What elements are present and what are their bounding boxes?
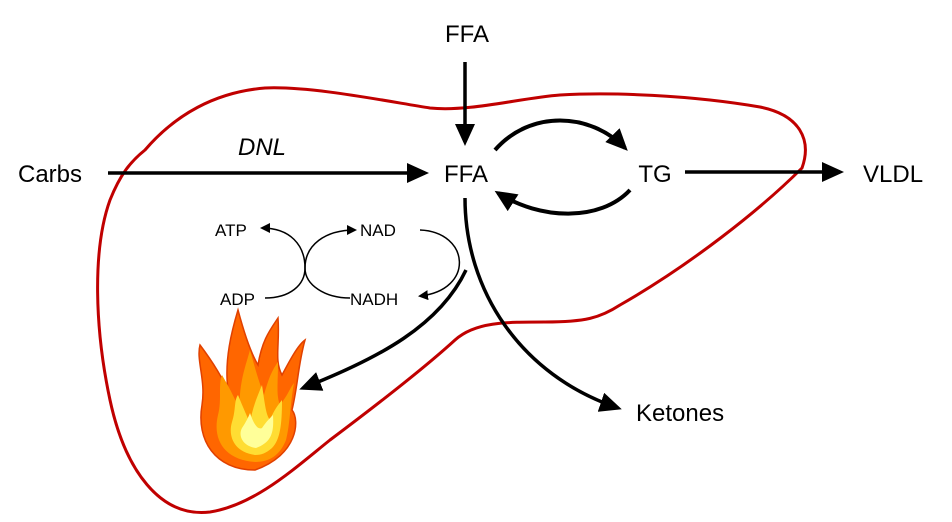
nadh-curve (304, 267, 351, 299)
adp-label: ADP (220, 290, 255, 309)
nad-to-nadh-arrow (418, 229, 461, 301)
liver-outline (96, 86, 807, 514)
esterification-arrow (493, 118, 628, 152)
ffa-top-label: FFA (445, 21, 489, 48)
nadh-label: NADH (350, 290, 398, 309)
nad-label: NAD (360, 221, 396, 240)
tg-label: TG (638, 161, 671, 188)
oxidation-arrow (299, 269, 468, 391)
ffa-center-label: FFA (444, 161, 488, 188)
carbs-label: Carbs (18, 161, 82, 188)
adp-curve (264, 267, 306, 299)
flame-icon (198, 307, 307, 471)
atp-arrow (260, 223, 306, 269)
dnl-label: DNL (238, 134, 286, 161)
vldl-label: VLDL (863, 161, 923, 188)
atp-label: ATP (215, 221, 247, 240)
nad-arrow (304, 225, 357, 269)
lipolysis-arrow (494, 188, 632, 216)
ketogenesis-arrow (463, 197, 622, 412)
ketones-label: Ketones (636, 400, 724, 427)
